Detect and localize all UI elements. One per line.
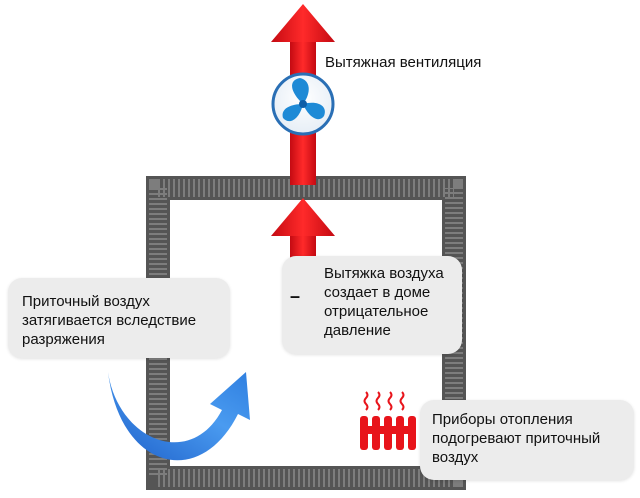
exhaust-ventilation-label: Вытяжная вентиляция <box>325 54 482 71</box>
pressure-line: Вытяжка воздуха <box>324 265 444 282</box>
heat-waves-icon <box>363 391 405 411</box>
intake-air-callout: Приточный воздух затягивается вследствие… <box>8 278 230 358</box>
heating-devices-callout: Приборы отопления подогревают приточный … <box>420 400 634 480</box>
heater-line: подогревают приточный <box>432 430 601 447</box>
negative-pressure-callout: Вытяжка воздуха создает в доме отрицател… <box>282 256 462 354</box>
fan-icon <box>271 72 335 136</box>
heater-line: воздух <box>432 449 479 466</box>
pressure-line: отрицательное <box>324 303 429 320</box>
pressure-line: давление <box>324 322 391 339</box>
curved-arrow-icon <box>108 372 250 461</box>
intake-line: Приточный воздух <box>22 293 150 310</box>
intake-line: разряжения <box>22 331 105 348</box>
heater-line: Приборы отопления <box>432 411 573 428</box>
pressure-line: создает в доме <box>324 284 431 301</box>
negative-pressure-sign: – <box>290 286 301 306</box>
intake-line: затягивается вследствие <box>22 312 197 329</box>
radiator-icon <box>360 416 416 450</box>
